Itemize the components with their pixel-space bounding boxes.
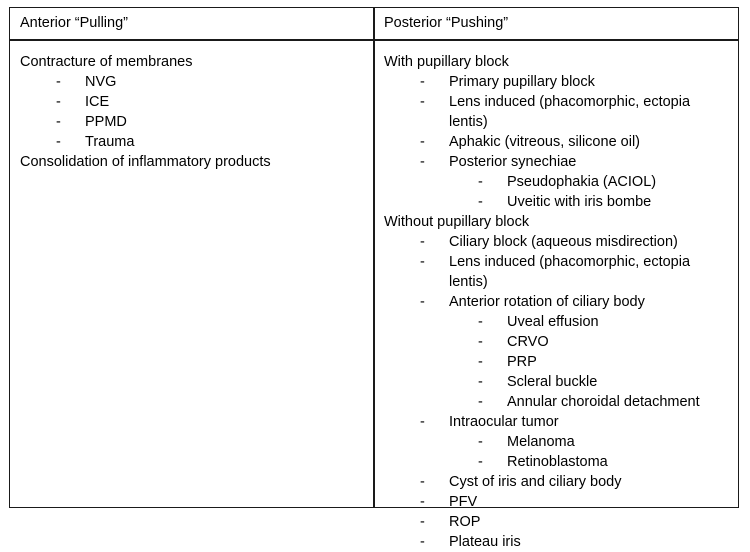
bullet-dash-icon: - [420,474,425,490]
outline-item-label: Uveal effusion [507,314,599,330]
bullet-dash-icon: - [420,414,425,430]
outline-item: - ICE [20,92,367,112]
table-header-cell-posterior: Posterior “Pushing” [374,8,738,39]
outline-item-label: Posterior synechiae [449,154,577,170]
bullet-dash-icon: - [478,454,483,470]
outline-item-label: Ciliary block (aqueous misdirection) [449,234,678,250]
outline-item: - Scleral buckle [384,372,732,392]
outline-item-label: Aphakic (vitreous, silicone oil) [449,134,640,150]
outline-item-label: Primary pupillary block [449,74,595,90]
outline-item-label: ICE [85,94,110,110]
outline-item: - PPMD [20,112,367,132]
bullet-dash-icon: - [478,354,483,370]
bullet-dash-icon: - [420,94,425,110]
outline-item: -Consolidation of inflammatory products [20,152,367,172]
outline-item: - Annular choroidal detachment [384,392,732,412]
outline-list-posterior: -With pupillary block-Primary pupillary … [374,40,738,552]
bullet-dash-icon: - [420,534,425,550]
outline-item: - PFV [384,492,732,512]
outline-item-label: Lens induced (phacomorphic, ectopia lent… [449,254,691,290]
outline-item-label: Pseudophakia (ACIOL) [507,174,657,190]
table-body-cell-anterior: -Contracture of membranes - NVG - ICE - PPMD - T… [10,40,373,507]
bullet-dash-icon: - [420,74,425,90]
outline-item: -Without pupillary block [384,212,732,232]
outline-item: - Lens induced (phacomorphic, ectopia len… [384,92,732,132]
bullet-dash-icon: - [420,234,425,250]
outline-item: - Melanoma [384,432,732,452]
outline-item-label: Scleral buckle [507,374,598,390]
outline-item-label: CRVO [507,334,549,350]
outline-item: - NVG [20,72,367,92]
outline-item-label: Uveitic with iris bombe [507,194,652,210]
bullet-dash-icon: - [420,294,425,310]
outline-item: - Uveitic with iris bombe [384,192,732,212]
outline-item-label: Annular choroidal detachment [507,394,700,410]
outline-item: - PRP [384,352,732,372]
outline-item-label: ROP [449,514,481,530]
outline-item: - Intraocular tumor [384,412,732,432]
column-header-posterior: Posterior “Pushing” [384,15,509,31]
table-body-cell-posterior: -With pupillary block-Primary pupillary … [374,40,738,550]
outline-item-label: Anterior rotation of ciliary body [449,294,645,310]
bullet-dash-icon: - [56,74,61,90]
outline-item: - Primary pupillary block [384,72,732,92]
outline-item-label: Lens induced (phacomorphic, ectopia lent… [449,94,691,130]
column-divider [373,8,375,507]
outline-item: - Ciliary block (aqueous misdirection) [384,232,732,252]
bullet-dash-icon: - [420,514,425,530]
outline-item: - Retinoblastoma [384,452,732,472]
classification-table: Anterior “Pulling” Posterior “Pushing” -… [9,7,739,550]
outline-item: - Posterior synechiae [384,152,732,172]
bullet-dash-icon: - [56,94,61,110]
bullet-dash-icon: - [56,114,61,130]
outline-item: - Anterior rotation of ciliary body [384,292,732,312]
bullet-dash-icon: - [478,174,483,190]
outline-item-label: Cyst of iris and ciliary body [449,474,622,490]
outline-item: - Uveal effusion [384,312,732,332]
bullet-dash-icon: - [478,394,483,410]
outline-item-label: PRP [507,354,537,370]
outline-item-label: Contracture of membranes [20,54,193,70]
bullet-dash-icon: - [420,254,425,270]
outline-item-label: PFV [449,494,478,510]
outline-item: - Cyst of iris and ciliary body [384,472,732,492]
outline-item: -Contracture of membranes [20,52,367,72]
bullet-dash-icon: - [420,134,425,150]
outline-item-label: Without pupillary block [384,214,530,230]
table-header-cell-anterior: Anterior “Pulling” [10,8,373,39]
outline-item: - Lens induced (phacomorphic, ectopia len… [384,252,732,292]
bullet-dash-icon: - [478,374,483,390]
outline-item: - CRVO [384,332,732,352]
outline-item-label: Intraocular tumor [449,414,559,430]
outline-item: -With pupillary block [384,52,732,72]
outline-item-label: With pupillary block [384,54,509,70]
outline-item: - Pseudophakia (ACIOL) [384,172,732,192]
outline-item-label: NVG [85,74,117,90]
column-header-anterior: Anterior “Pulling” [20,15,128,31]
bullet-dash-icon: - [420,154,425,170]
bullet-dash-icon: - [478,314,483,330]
outline-item-label: PPMD [85,114,127,130]
bullet-dash-icon: - [478,434,483,450]
outline-item: - Plateau iris [384,532,732,552]
outline-item-label: Consolidation of inflammatory products [20,154,271,170]
outline-item: - ROP [384,512,732,532]
outline-item-label: Trauma [85,134,135,150]
page-root: Anterior “Pulling” Posterior “Pushing” -… [9,7,739,550]
outline-list-anterior: -Contracture of membranes - NVG - ICE - PPMD - T… [10,40,373,172]
outline-item: - Aphakic (vitreous, silicone oil) [384,132,732,152]
outline-item-label: Retinoblastoma [507,454,608,470]
bullet-dash-icon: - [420,494,425,510]
outline-item: - Trauma [20,132,367,152]
outline-item-label: Melanoma [507,434,575,450]
bullet-dash-icon: - [478,334,483,350]
bullet-dash-icon: - [56,134,61,150]
bullet-dash-icon: - [478,194,483,210]
outline-item-label: Plateau iris [449,534,521,550]
